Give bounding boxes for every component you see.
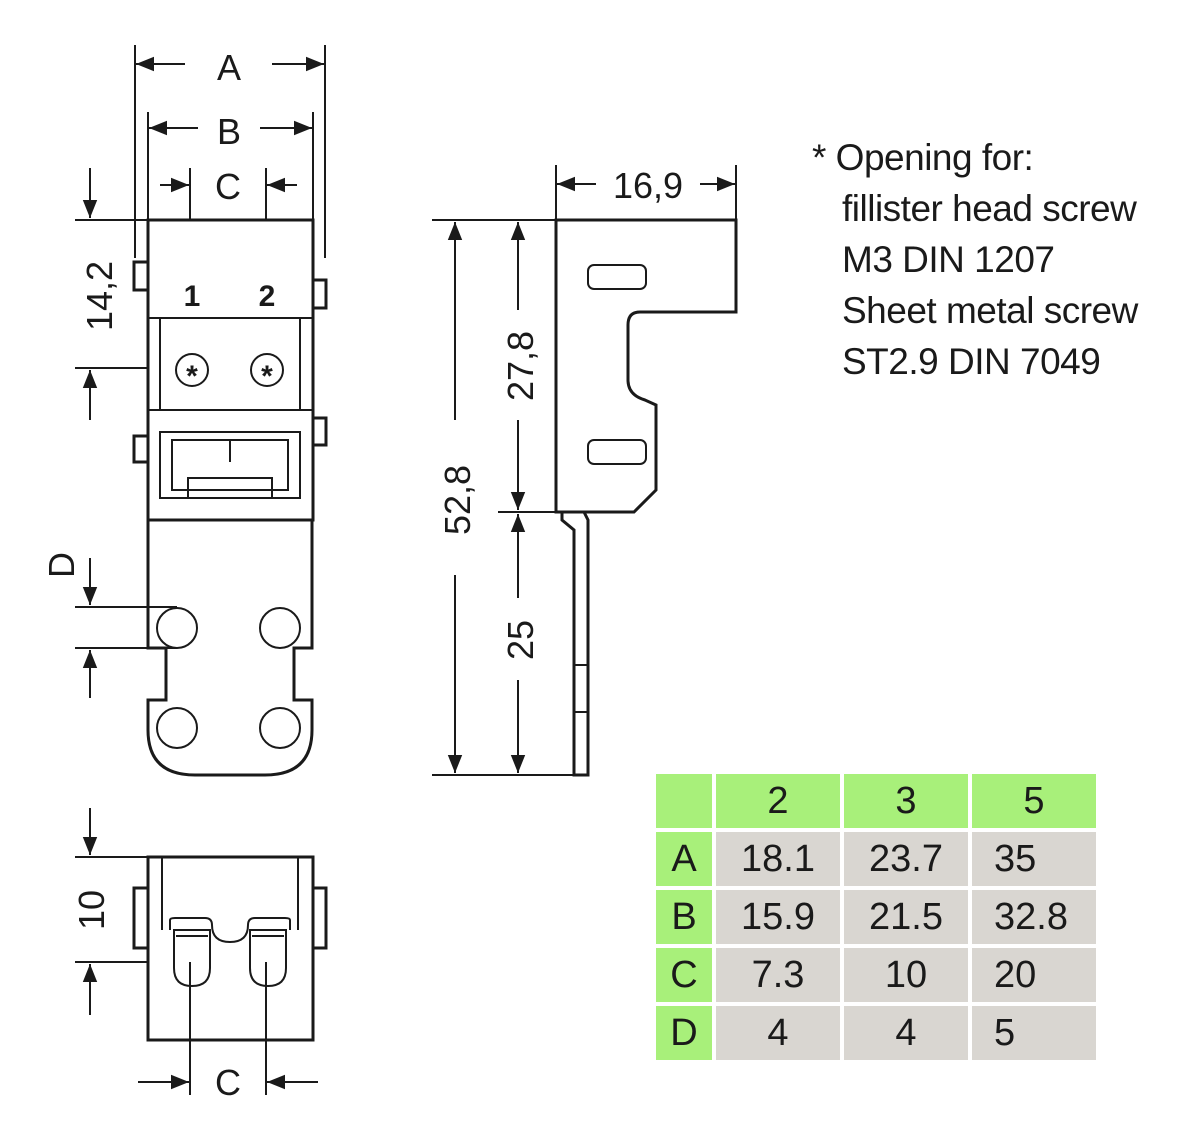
table-header-row: 2 3 5 <box>656 774 1096 828</box>
table-row: D 4 4 5 <box>656 1006 1096 1060</box>
table-row-label: A <box>656 832 712 886</box>
table-header-cell: 2 <box>716 774 840 828</box>
label-B: B <box>217 111 241 152</box>
note-line-1: * Opening for: <box>812 137 1034 178</box>
table-cell: 18.1 <box>716 832 840 886</box>
table-cell: 5 <box>972 1006 1096 1060</box>
table-cell: 23.7 <box>844 832 968 886</box>
table-row: C 7.3 10 20 <box>656 948 1096 1002</box>
table-header-cell: 5 <box>972 774 1096 828</box>
table-cell: 21.5 <box>844 890 968 944</box>
table-row-label: C <box>656 948 712 1002</box>
label-C-bottom: C <box>215 1062 241 1103</box>
front-view: A B C 14,2 1 2 <box>41 45 328 777</box>
table-row-label: D <box>656 1006 712 1060</box>
bottom-view: 10 C <box>71 808 328 1103</box>
table-header-cell: 3 <box>844 774 968 828</box>
table-cell: 10 <box>844 948 968 1002</box>
note-line-2: fillister head screw <box>842 188 1137 229</box>
screw-opening-note: * Opening for: fillister head screw M3 D… <box>812 132 1192 387</box>
label-14-2: 14,2 <box>79 261 120 331</box>
table-cell: 35 <box>972 832 1096 886</box>
screw-star-1: * <box>186 360 198 393</box>
table-cell: 20 <box>972 948 1096 1002</box>
table-row: B 15.9 21.5 32.8 <box>656 890 1096 944</box>
table-cell: 7.3 <box>716 948 840 1002</box>
label-10: 10 <box>71 890 112 930</box>
screw-star-2: * <box>261 360 273 393</box>
pin-1-label: 1 <box>184 280 201 313</box>
pin-2-label: 2 <box>259 280 276 313</box>
label-52-8: 52,8 <box>437 465 478 535</box>
note-line-5: ST2.9 DIN 7049 <box>842 341 1101 382</box>
note-line-3: M3 DIN 1207 <box>842 239 1055 280</box>
table-cell: 4 <box>716 1006 840 1060</box>
label-27-8: 27,8 <box>500 331 541 401</box>
note-line-4: Sheet metal screw <box>842 290 1138 331</box>
label-D: D <box>41 552 82 578</box>
label-25: 25 <box>500 620 541 660</box>
table-cell: 15.9 <box>716 890 840 944</box>
table-cell: 4 <box>844 1006 968 1060</box>
label-A: A <box>217 47 241 88</box>
dimension-table: 2 3 5 A 18.1 23.7 35 B 15.9 21.5 32.8 C … <box>652 770 1100 1064</box>
table-cell: 32.8 <box>972 890 1096 944</box>
table-corner <box>656 774 712 828</box>
table-row: A 18.1 23.7 35 <box>656 832 1096 886</box>
label-C: C <box>215 166 241 207</box>
side-view: 16,9 52,8 27,8 25 <box>432 165 738 777</box>
table-row-label: B <box>656 890 712 944</box>
label-16-9: 16,9 <box>613 165 683 206</box>
